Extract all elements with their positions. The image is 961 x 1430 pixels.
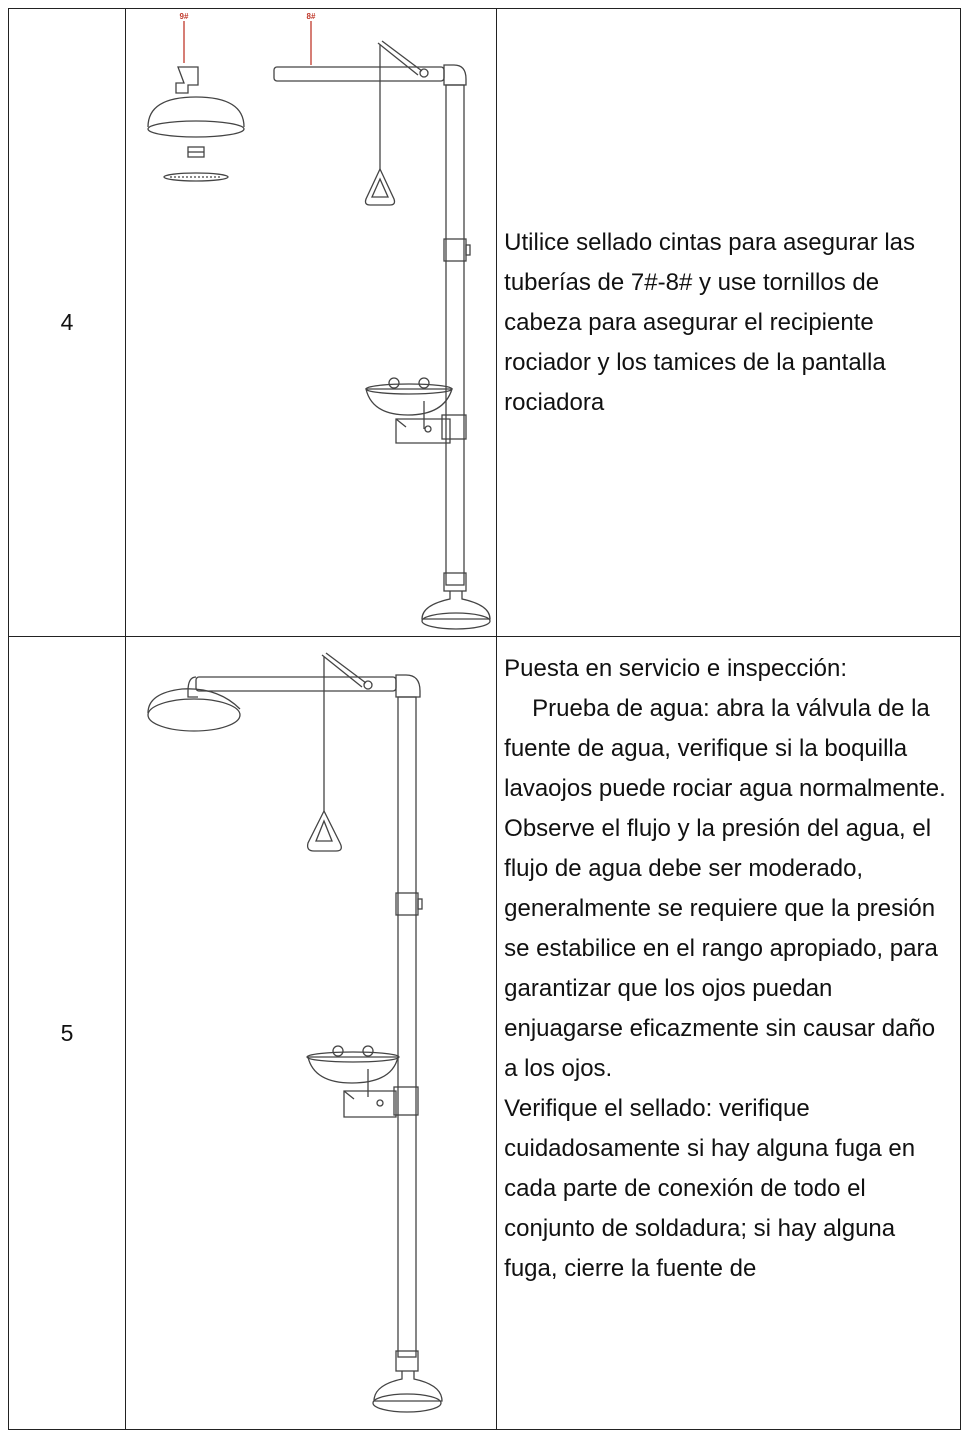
table-row: 5 <box>7 636 961 1430</box>
step-description: Puesta en servicio e inspección: Prueba … <box>496 636 961 1430</box>
water-test-paragraph: Prueba de agua: abra la válvula de la fu… <box>504 695 946 1082</box>
part-label-9: 9# <box>180 12 189 21</box>
step-number: 5 <box>7 636 127 1430</box>
seal-check-paragraph: Verifique el sellado: verifique cuidados… <box>504 1095 916 1282</box>
section-heading: Puesta en servicio e inspección: <box>504 655 848 682</box>
description-text: Utilice sellado cintas para asegurar las… <box>504 228 916 416</box>
part-label-8: 8# <box>307 12 316 21</box>
shower-assembly-figure: 9# 8# <box>147 12 491 630</box>
step-description: Utilice sellado cintas para asegurar las… <box>496 8 961 637</box>
instruction-table: 4 <box>7 8 961 1430</box>
step-number: 4 <box>7 8 127 637</box>
table-row: 4 <box>7 8 961 637</box>
figure-cell <box>125 636 498 1430</box>
assembled-shower-figure <box>147 652 443 1413</box>
figure-cell: 9# 8# <box>125 8 498 637</box>
